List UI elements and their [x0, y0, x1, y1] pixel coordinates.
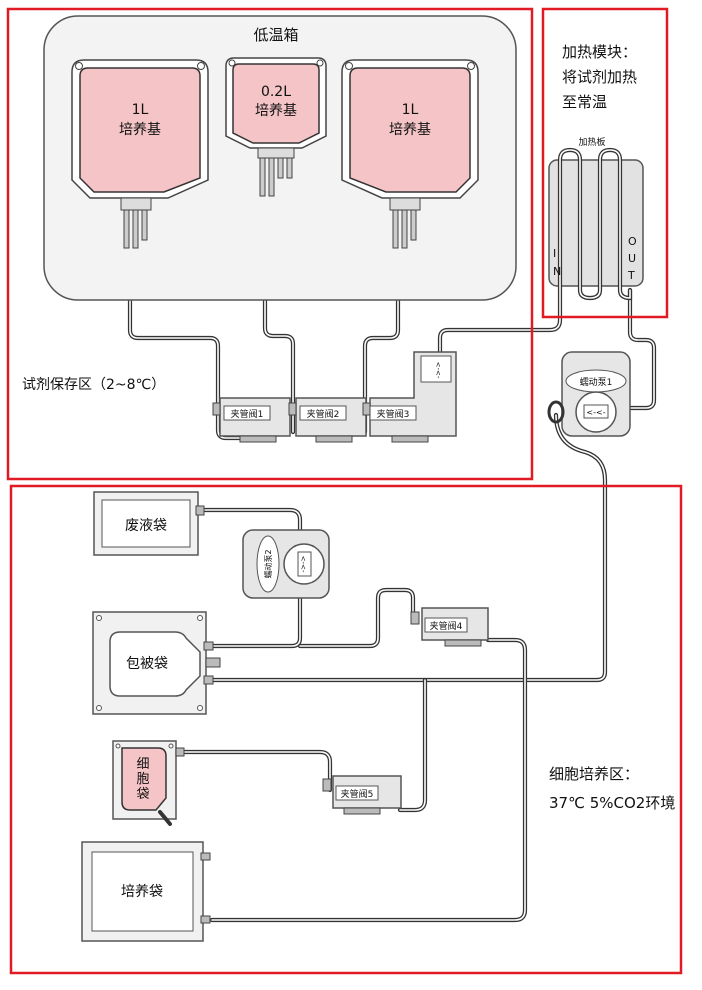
- media-bag-2-volume: 0.2L: [261, 84, 291, 100]
- heater-plate: I N O U T: [548, 147, 644, 301]
- heater-in-i: I: [553, 247, 556, 260]
- heating-module-line2: 将试剂加热: [562, 68, 637, 86]
- pump-2-label: 蠕动泵2: [263, 549, 273, 578]
- valve-2-label: 夹管阀2: [307, 408, 340, 420]
- valve-4-label: 夹管阀4: [430, 620, 463, 632]
- refrigerator-title: 低温箱: [253, 26, 298, 44]
- coated-bag-label: 包被袋: [126, 656, 168, 672]
- heating-module-zone: [541, 7, 669, 319]
- cell-bag-char-3: 袋: [136, 787, 149, 802]
- valve-3[interactable]: 夹管阀3: [362, 402, 429, 443]
- heater-plate-label: 加热板: [578, 136, 605, 148]
- heater-in-n: N: [553, 265, 561, 278]
- heater-out-u: U: [628, 252, 636, 265]
- heating-module-line1: 加热模块：: [562, 43, 637, 61]
- media-bag-3: 1L 培养基: [341, 59, 479, 249]
- culture-zone-line2: 37℃ 5%CO2环境: [549, 794, 675, 812]
- pump-1[interactable]: 蠕动泵1 <-<-: [547, 351, 631, 437]
- reagent-storage-label: 试剂保存区（2~8℃）: [22, 377, 165, 393]
- valve-1[interactable]: 夹管阀1: [212, 397, 291, 443]
- valve-2[interactable]: 夹管阀2: [288, 397, 367, 443]
- valve-5[interactable]: 夹管阀5: [322, 775, 402, 815]
- pump-2-arrow: <-<-: [299, 556, 307, 573]
- culture-bag-label: 培养袋: [121, 884, 163, 900]
- tubing: [127, 202, 657, 923]
- pump-2[interactable]: 蠕动泵2 <-<-: [242, 529, 330, 599]
- cell-bag: 细 胞 袋: [112, 740, 185, 826]
- valve-3-label: 夹管阀3: [377, 408, 410, 420]
- valve-1-label: 夹管阀1: [231, 408, 264, 420]
- media-bag-2-name: 培养基: [255, 102, 297, 119]
- coated-bag: 包被袋: [92, 611, 221, 715]
- valve-manifold: <-<-: [369, 351, 457, 437]
- waste-bag-label: 废液袋: [125, 518, 167, 534]
- media-bag-1: 1L 培养基: [71, 59, 209, 249]
- reagent-storage-zone: [6, 7, 534, 481]
- cell-bag-char-2: 胞: [136, 772, 149, 787]
- culture-bag: 培养袋: [81, 841, 211, 942]
- waste-bag: 废液袋: [93, 491, 205, 556]
- media-bag-2: 0.2L 培养基: [225, 57, 327, 197]
- media-bag-3-volume: 1L: [402, 102, 419, 118]
- heater-out-t: T: [627, 269, 635, 282]
- culture-zone-line1: 细胞培养区：: [549, 765, 639, 783]
- valve-5-label: 夹管阀5: [341, 788, 374, 800]
- media-bag-1-volume: 1L: [132, 102, 149, 118]
- valve-4[interactable]: 夹管阀4: [410, 607, 489, 647]
- pump-1-arrow: <-<-: [586, 408, 605, 417]
- cell-bag-char-1: 细: [136, 757, 149, 772]
- manifold-arrow: <-<-: [434, 362, 442, 379]
- heating-module-line3: 至常温: [562, 93, 607, 111]
- heater-out-o: O: [628, 235, 637, 248]
- pump-1-label: 蠕动泵1: [580, 377, 613, 388]
- media-bag-3-name: 培养基: [389, 121, 431, 138]
- media-bag-1-name: 培养基: [119, 121, 161, 138]
- cell-culture-zone: [9, 484, 683, 975]
